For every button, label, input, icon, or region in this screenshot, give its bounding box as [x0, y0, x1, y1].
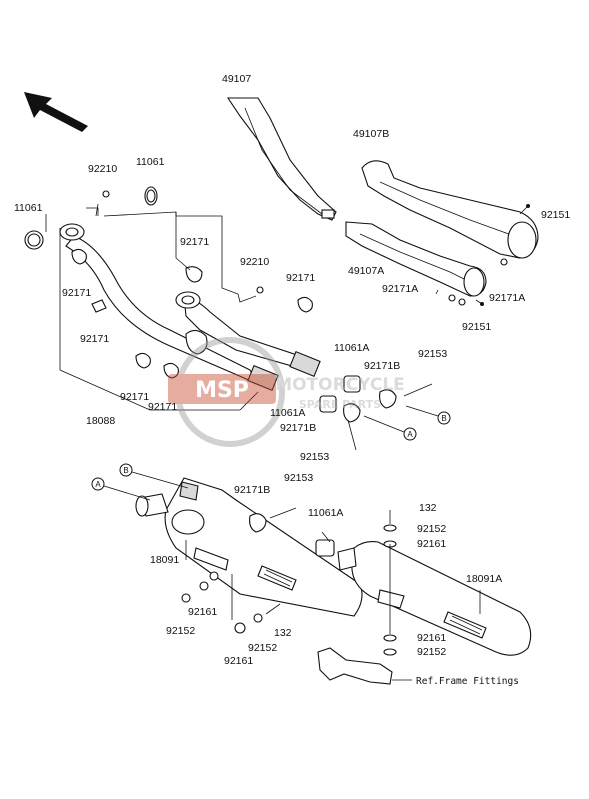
part-labels: 49107 49107B 92151 49107A 92171A 92171A … — [14, 73, 570, 687]
label-92161-left: 92161 — [188, 606, 217, 618]
label-92171a-right: 92171A — [489, 292, 525, 304]
label-92153-low: 92153 — [284, 472, 313, 484]
heat-guard-front — [226, 97, 337, 221]
label-92171-b: 92171 — [286, 272, 315, 284]
label-92210-top: 92210 — [88, 163, 117, 175]
label-18091: 18091 — [150, 554, 179, 566]
heat-guard-rear-lower — [345, 221, 487, 297]
label-92153-top: 92153 — [418, 348, 447, 360]
label-11061a-low: 11061A — [308, 507, 343, 519]
callout-a-upper: A — [363, 415, 417, 441]
label-11061a-mid: 11061A — [270, 407, 305, 419]
label-ref-frame-fittings: Ref.Frame Fittings — [416, 676, 519, 687]
muffler-right — [337, 541, 532, 656]
screws-heat-guard — [448, 204, 530, 306]
label-132-top: 132 — [419, 502, 437, 514]
label-92151-bottom: 92151 — [462, 321, 491, 333]
label-49107b: 49107B — [353, 128, 389, 140]
label-132-left: 132 — [274, 627, 292, 639]
front-direction-arrow-icon — [24, 92, 88, 132]
watermark-logo: MSP — [195, 378, 249, 403]
msp-watermark: MSP MOTORCYCLE SPARE PARTS — [168, 337, 405, 447]
label-11061-left: 11061 — [14, 202, 43, 214]
label-92151-top: 92151 — [541, 209, 570, 221]
label-92152-mid: 92152 — [248, 642, 277, 654]
label-92171-d: 92171 — [80, 333, 109, 345]
frame-fitting-bracket — [317, 647, 412, 685]
leader-lines-header — [45, 203, 259, 411]
callout-a-label-lower: A — [95, 480, 101, 489]
label-92210-mid: 92210 — [240, 256, 269, 268]
label-92171-c: 92171 — [62, 287, 91, 299]
label-92171b-top: 92171B — [364, 360, 400, 372]
label-92171-f: 92171 — [148, 401, 177, 413]
heat-guard-rear-upper — [361, 160, 539, 259]
label-49107a: 49107A — [348, 265, 384, 277]
callout-b-label: B — [441, 414, 446, 423]
muffler-hardware — [181, 507, 397, 656]
label-18091a: 18091A — [466, 573, 502, 585]
label-49107: 49107 — [222, 73, 251, 85]
label-18088: 18088 — [86, 415, 115, 427]
label-92171b-low: 92171B — [234, 484, 270, 496]
exhaust-pipe-rear — [175, 291, 321, 378]
callout-b-upper: B — [405, 405, 451, 425]
label-92161-top: 92161 — [417, 538, 446, 550]
callout-b-label-lower: B — [123, 466, 128, 475]
watermark-text: MOTORCYCLE — [275, 375, 405, 395]
label-11061a-top: 11061A — [334, 342, 369, 354]
label-92171b-mid: 92171B — [280, 422, 316, 434]
exhaust-pipe-front — [59, 223, 279, 392]
leader-lines-muffler: A B — [91, 289, 481, 634]
muffler-left — [135, 477, 363, 617]
label-92152-left: 92152 — [166, 625, 195, 637]
label-92152-top: 92152 — [417, 523, 446, 535]
label-92171-a: 92171 — [180, 236, 209, 248]
label-11061-top: 11061 — [136, 156, 165, 168]
label-92171-e: 92171 — [120, 391, 149, 403]
gaskets-and-clamps — [24, 186, 433, 451]
label-92171a-left: 92171A — [382, 283, 418, 295]
label-92152-right: 92152 — [417, 646, 446, 658]
label-92153-mid: 92153 — [300, 451, 329, 463]
label-92161-mid: 92161 — [224, 655, 253, 667]
callout-a-label: A — [407, 430, 413, 439]
label-92161-right: 92161 — [417, 632, 446, 644]
watermark-subtext: SPARE PARTS — [299, 398, 381, 411]
